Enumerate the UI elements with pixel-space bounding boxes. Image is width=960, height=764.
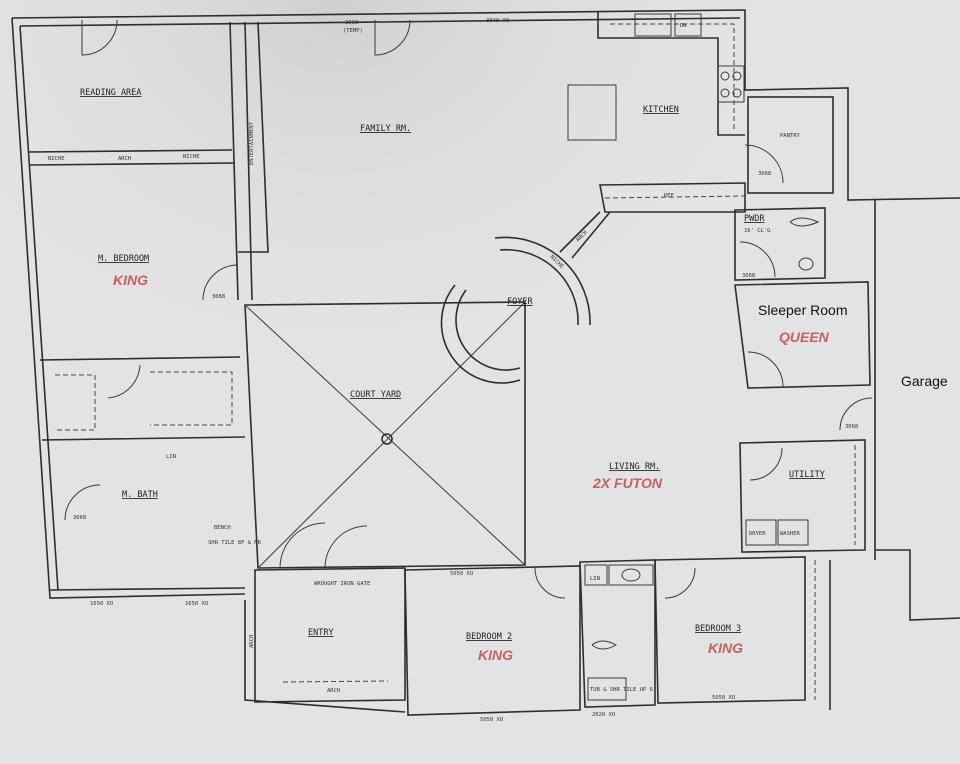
window-label: 3040 XO: [486, 18, 509, 24]
annotation-queen-bed: QUEEN: [779, 329, 830, 345]
door-label: 3068: [345, 20, 358, 26]
label-niche: NICHE: [48, 156, 65, 162]
annotation-futons: 2X FUTON: [592, 475, 663, 491]
label-foyer: FOYER: [507, 297, 533, 307]
label-court-yard: COURT YARD: [350, 390, 401, 400]
window-label: 5050 XO: [480, 717, 503, 723]
toilet-icon: [789, 217, 820, 227]
annotation-bedroom-3-bed: KING: [708, 640, 743, 656]
door-label: 3068: [73, 515, 86, 521]
label-kitchen: KITCHEN: [643, 105, 679, 115]
door-label: 3068: [845, 424, 858, 430]
window-label: 1650 XO: [185, 601, 208, 607]
label-arch: ARCH: [249, 635, 255, 648]
label-shower-tile: SHR TILE 8F & MR: [208, 540, 262, 546]
label-linen: LIN: [166, 454, 176, 460]
walls: [11, 9, 960, 716]
temp-label: (TEMP): [343, 28, 363, 34]
label-arch: ARCH: [118, 156, 131, 162]
annotation-master-bed: KING: [113, 272, 148, 288]
label-reading-area: READING AREA: [80, 88, 141, 98]
kitchen-island: [567, 84, 617, 141]
door-label: 3068: [758, 171, 771, 177]
label-washer: WASHER: [780, 531, 801, 537]
label-linen: LIN: [590, 576, 600, 582]
label-master-bedroom: M. BEDROOM: [98, 254, 149, 264]
label-wrought-iron-gate: WROUGHT IRON GATE: [314, 581, 370, 587]
label-utility: UTILITY: [789, 470, 825, 480]
sink-icon: [798, 257, 814, 271]
label-tub-shower: TUB & SHR TILE UP 6': [590, 687, 656, 693]
window-label: 5050 XO: [450, 571, 473, 577]
door-label: 3068: [742, 273, 755, 279]
label-living-room: LIVING RM.: [609, 462, 660, 472]
window-label: 2020 XO: [592, 712, 615, 718]
label-ceiling-height: 16' CL'G: [744, 228, 771, 234]
annotation-bedroom-2-bed: KING: [478, 647, 513, 663]
window-label: 5050 XO: [712, 695, 735, 701]
label-niche: NICHE: [183, 154, 200, 160]
label-sleeper-room: Sleeper Room: [758, 302, 848, 318]
window-label: 1650 XO: [90, 601, 113, 607]
label-bedroom-2: BEDROOM 2: [466, 632, 512, 642]
label-bedroom-3: BEDROOM 3: [695, 624, 741, 634]
label-arch: ARCH: [327, 688, 340, 694]
label-bench: BENCH: [214, 525, 231, 531]
label-pantry: PANTRY: [780, 133, 801, 139]
label-entry: ENTRY: [308, 628, 334, 638]
label-ref: REF: [664, 193, 674, 199]
label-family-room: FAMILY RM.: [360, 124, 411, 134]
label-garage: Garage: [901, 373, 948, 389]
door-label: 3068: [212, 294, 225, 300]
label-entertainment: ENTERTAINMENT: [249, 121, 255, 165]
label-powder-room: PWDR: [744, 214, 765, 224]
label-dishwasher: DW: [680, 23, 687, 29]
label-master-bath: M. BATH: [122, 490, 158, 500]
fountain-icon: [381, 433, 393, 445]
label-dryer: DRYER: [749, 531, 766, 537]
